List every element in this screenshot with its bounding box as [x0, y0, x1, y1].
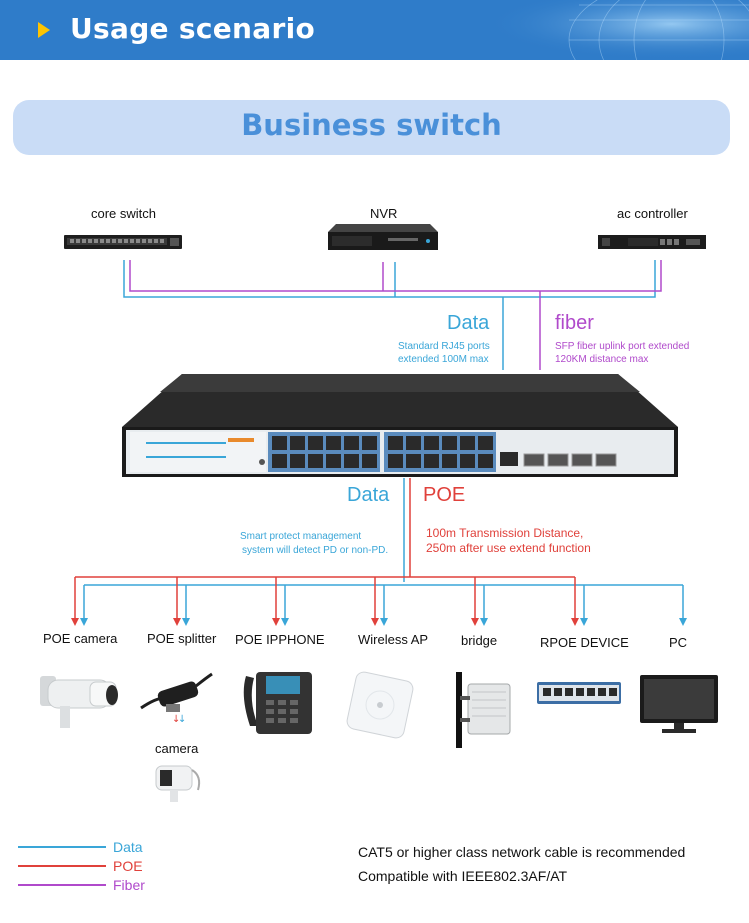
business-switch-device — [122, 374, 678, 477]
legend-poe-label: POE — [113, 858, 143, 874]
banner-title: Business switch — [241, 108, 502, 142]
rpoe-device-graphic — [537, 682, 621, 704]
core-switch-label: core switch — [91, 206, 157, 221]
poe-camera-device — [40, 676, 118, 728]
nvr-label: NVR — [370, 206, 398, 221]
downlink-data-note-2: system will detect PD or non-PD. — [242, 545, 389, 556]
wireless-ap-label: Wireless AP — [358, 632, 429, 647]
bridge-label: bridge — [461, 633, 498, 648]
uplink-fiber-label: fiber — [555, 312, 594, 334]
wireless-ap-device — [346, 671, 414, 739]
ac-controller-device — [598, 235, 706, 249]
uplink-data-note-1: Standard RJ45 ports — [398, 341, 490, 352]
camera-label: camera — [155, 741, 199, 756]
svg-text:↓: ↓ — [178, 714, 186, 725]
downlink-poe-note-2: 250m after use extend function — [426, 541, 591, 555]
downlink-data-label: Data — [347, 484, 390, 506]
header-bar: Usage scenario — [0, 0, 749, 60]
camera-device — [155, 765, 201, 802]
note-cable: CAT5 or higher class network cable is re… — [358, 844, 686, 860]
pc-monitor-device — [640, 675, 718, 733]
poe-splitter-device: ↓ ↓ — [140, 672, 213, 725]
uplink-data-note-2: extended 100M max — [398, 354, 489, 365]
downlink-poe-label: POE — [423, 484, 466, 506]
uplink-fiber-note-2: 120KM distance max — [555, 354, 649, 365]
nvr-device — [328, 224, 438, 250]
banner: Business switch — [13, 100, 730, 155]
globe-graphic — [439, 0, 749, 60]
poe-ipphone-label: POE IPPHONE — [235, 632, 325, 647]
pc-label: PC — [669, 635, 688, 650]
page-title: Usage scenario — [70, 12, 316, 45]
ip-phone-device — [243, 672, 312, 734]
downlink-data-note-1: Smart protect management — [240, 531, 362, 542]
legend-data-label: Data — [113, 839, 143, 855]
ac-controller-label: ac controller — [617, 206, 688, 221]
poe-camera-label: POE camera — [43, 631, 118, 646]
downlink-poe-note-1: 100m Transmission Distance, — [426, 526, 584, 540]
bridge-device — [456, 672, 511, 748]
note-compatibility: Compatible with IEEE802.3AF/AT — [358, 868, 568, 884]
svg-text:↓: ↓ — [172, 714, 180, 725]
uplink-data-label: Data — [447, 312, 490, 334]
play-triangle-icon — [38, 22, 50, 38]
core-switch-device — [64, 235, 182, 249]
rpoe-device-label: RPOE DEVICE — [540, 635, 629, 650]
legend-fiber-label: Fiber — [113, 877, 145, 893]
uplink-fiber-note-1: SFP fiber uplink port extended — [555, 341, 690, 352]
poe-splitter-label: POE splitter — [147, 631, 217, 646]
